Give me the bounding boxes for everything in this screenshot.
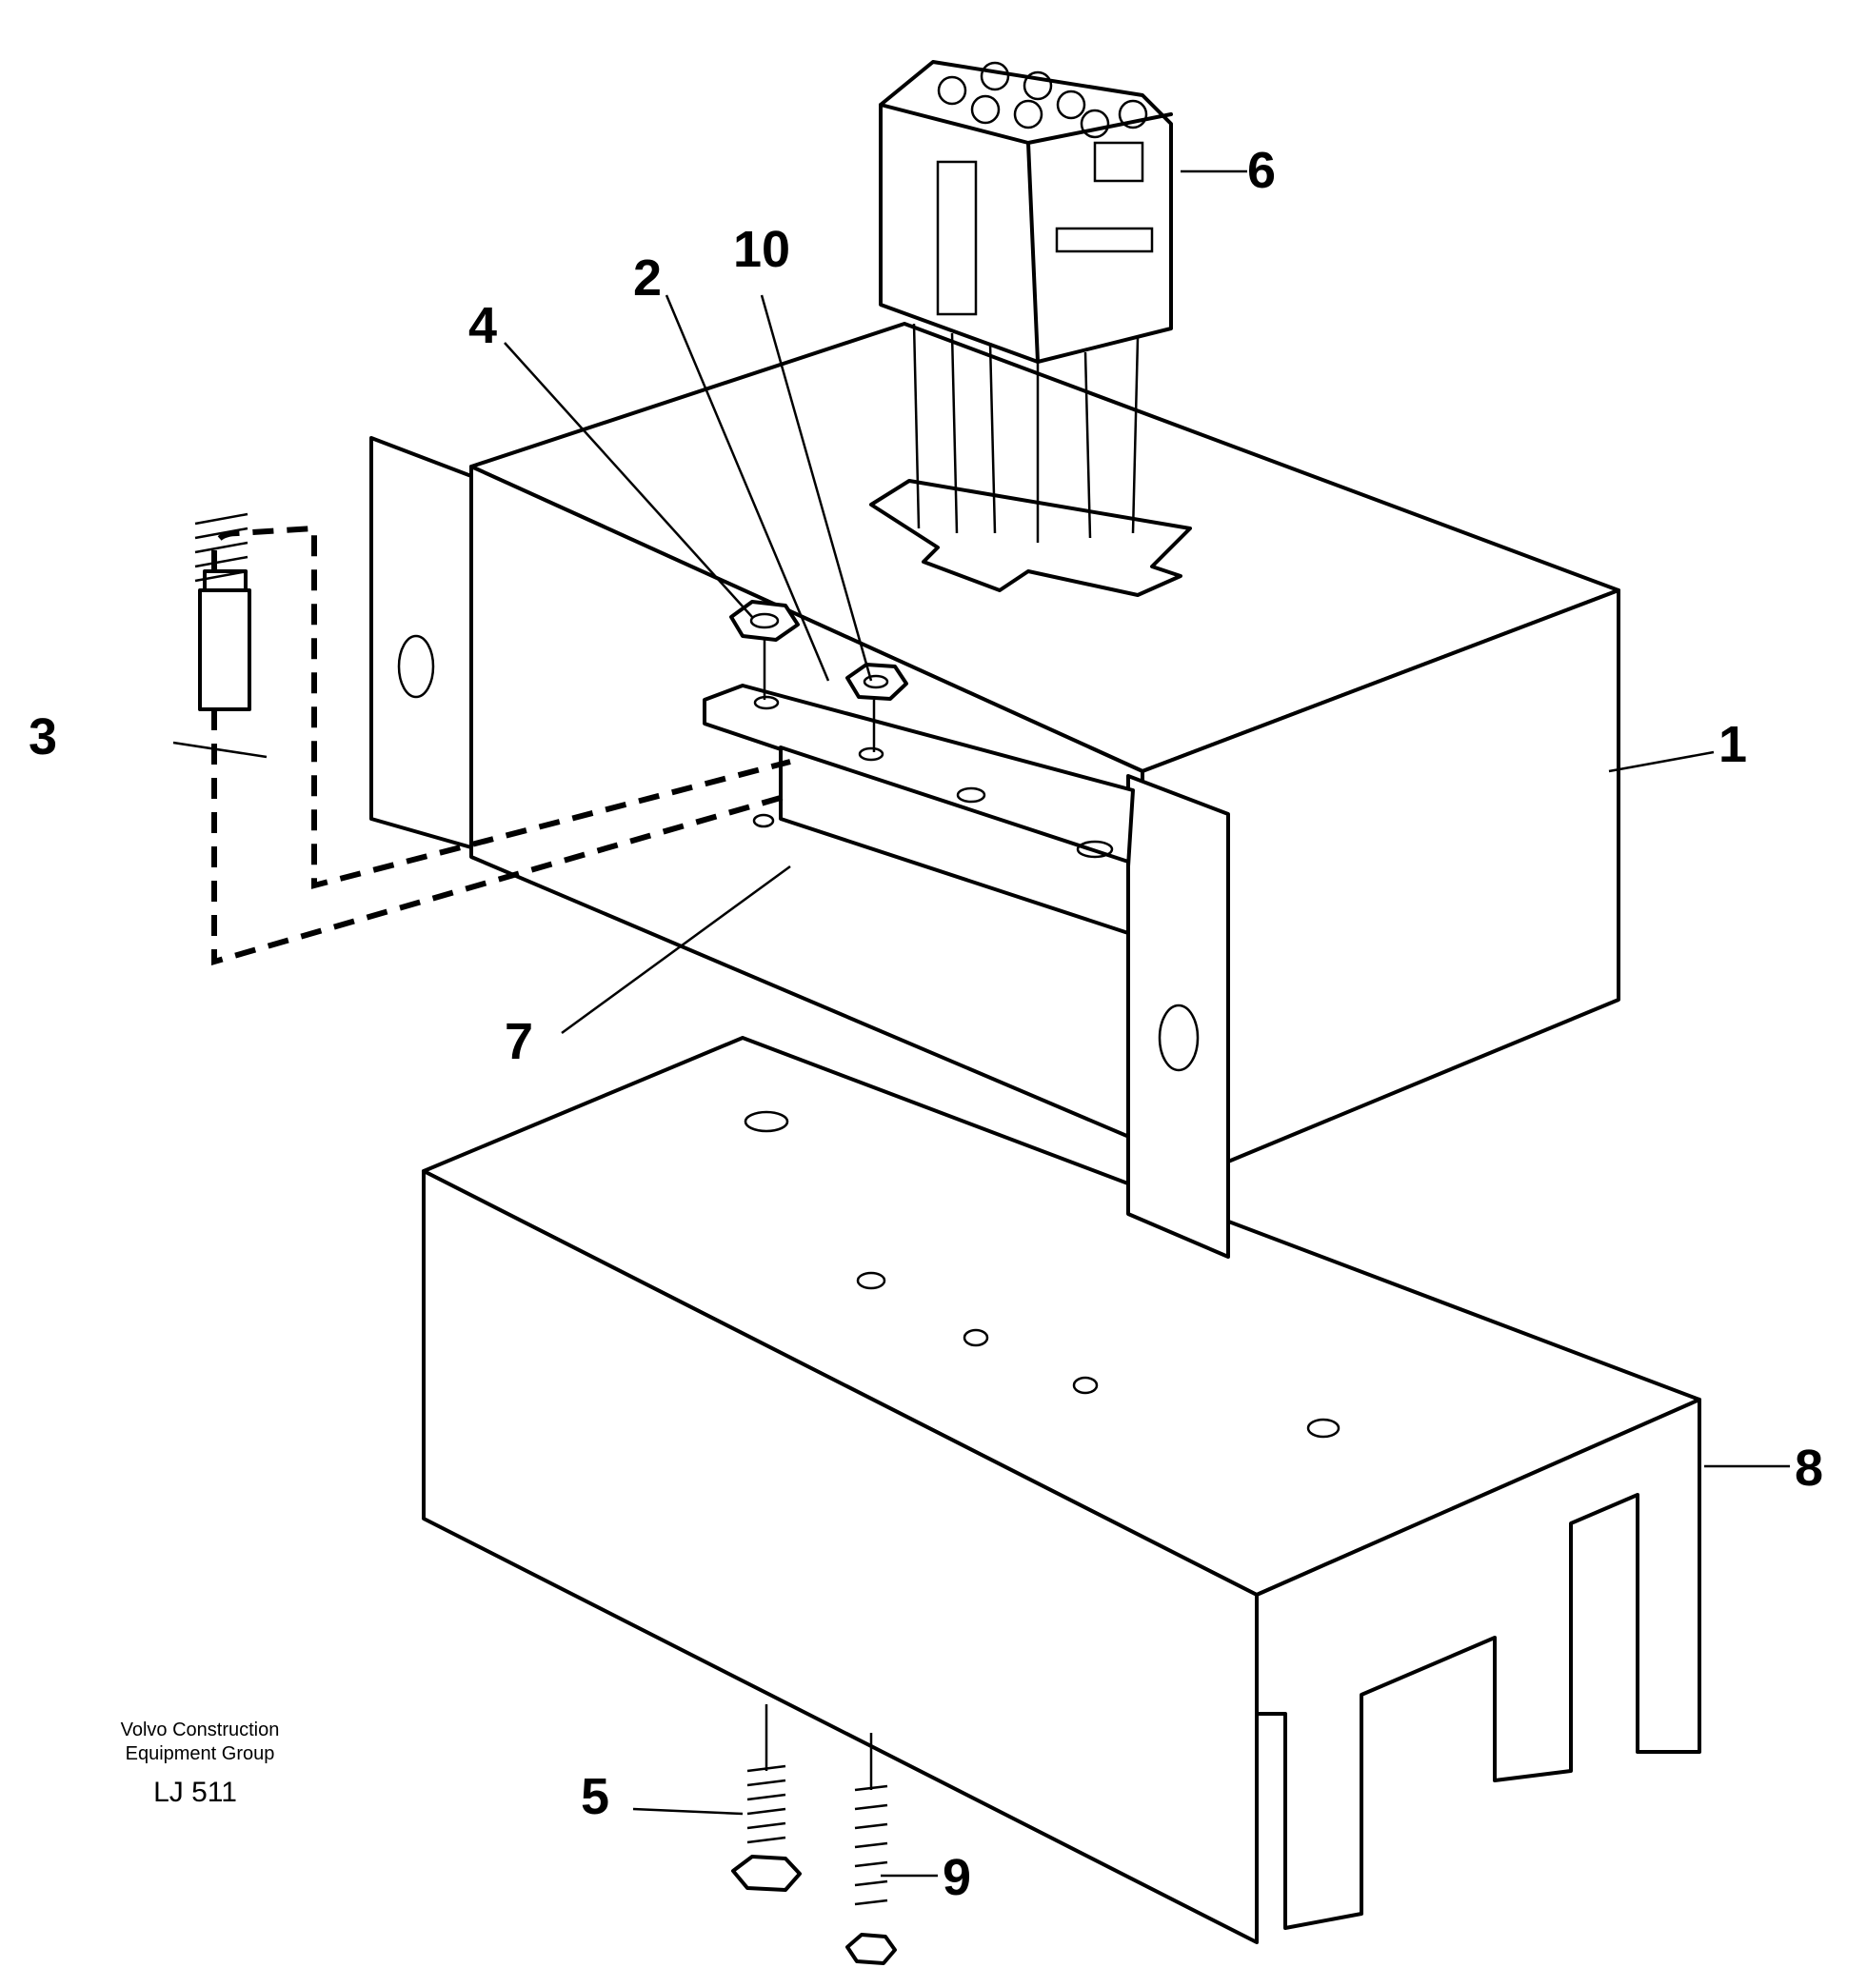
terminal-board-part-7 xyxy=(703,684,1135,935)
callout-5: 5 xyxy=(581,1768,609,1825)
callout-6: 6 xyxy=(1247,142,1276,199)
credit-block: Volvo Construction Equipment Group LJ 51… xyxy=(121,1720,280,1808)
callout-2: 2 xyxy=(633,249,662,307)
credit-line-2: Equipment Group xyxy=(126,1743,275,1764)
callout-3: 3 xyxy=(29,708,57,765)
connector-part-6 xyxy=(879,60,1173,543)
screw-part-5 xyxy=(731,1704,802,1892)
callouts: 1 2 3 4 5 6 7 8 9 10 xyxy=(29,142,1823,1906)
drawing-code: LJ 511 xyxy=(153,1777,237,1808)
callout-7: 7 xyxy=(505,1013,533,1070)
callout-10: 10 xyxy=(733,221,790,278)
leader-lines xyxy=(172,169,1790,1878)
credit-line-1: Volvo Construction xyxy=(121,1720,280,1740)
callout-4: 4 xyxy=(468,297,497,354)
screw-part-9 xyxy=(845,1733,897,1965)
callout-1: 1 xyxy=(1718,716,1747,773)
callout-8: 8 xyxy=(1795,1440,1823,1497)
heat-sink-part-8 xyxy=(422,1036,1701,1944)
housing-part-1 xyxy=(369,322,1620,1259)
callout-9: 9 xyxy=(943,1849,971,1906)
nut-part-10 xyxy=(845,663,908,752)
spacer-part-3 xyxy=(194,512,791,965)
